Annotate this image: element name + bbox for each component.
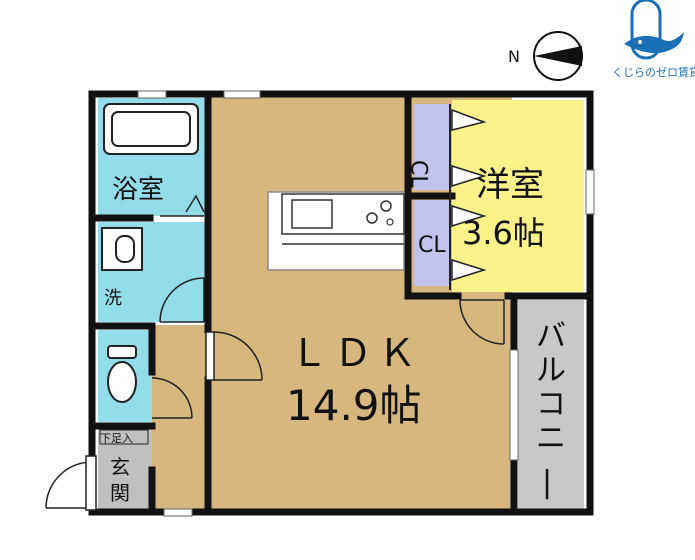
washbasin-fixture (101, 227, 143, 271)
closet-bottom (414, 200, 450, 286)
entrance-label-1: 玄 (110, 455, 130, 479)
balcony-area (518, 300, 584, 510)
western-room-name: 洋室 (476, 165, 544, 205)
closet-bottom-label: CL (418, 233, 446, 258)
svg-text:ニ: ニ (536, 421, 566, 456)
ldk-name: ＬＤＫ (290, 331, 422, 375)
stove-burner-icon (366, 212, 378, 224)
bath-label: 浴室 (112, 175, 164, 205)
washroom-label: 洗 (104, 288, 122, 309)
ldk-size: 14.9帖 (286, 381, 422, 430)
toilet-fixture (107, 345, 137, 403)
kitchen-counter (267, 191, 405, 271)
closet-doors (449, 104, 487, 290)
windows (137, 90, 595, 517)
entrance-label-2: 関 (110, 481, 130, 505)
closet-top (414, 104, 450, 190)
western-room-size: 3.6帖 (462, 214, 545, 252)
toilet-door (151, 377, 193, 419)
stove-burner-icon (386, 218, 394, 226)
washroom-door (159, 277, 205, 323)
closet-top-label: CL (406, 160, 431, 188)
svg-text:|: | (542, 465, 552, 500)
compass-north-label: N (508, 47, 520, 66)
shoebox-label: 下足入 (100, 432, 133, 445)
whale-logo-icon (624, 0, 684, 60)
logo-text: くじらのゼロ賃貸 (612, 65, 695, 79)
entrance-door (45, 455, 97, 511)
western-room-door (459, 299, 505, 345)
ldk-door (205, 331, 263, 381)
balcony-label: バ ル コ ニ | (536, 319, 566, 500)
western-room-area (452, 100, 584, 292)
svg-text:コ: コ (536, 387, 566, 422)
sink-icon (291, 199, 333, 229)
svg-text:バ: バ (536, 319, 566, 354)
compass-icon: N (508, 31, 583, 81)
bathtub-fixture (103, 103, 199, 155)
bath-door (160, 194, 205, 217)
svg-text:ル: ル (536, 353, 566, 388)
stove-burner-icon (380, 200, 392, 212)
shoebox-fixture (99, 429, 149, 445)
